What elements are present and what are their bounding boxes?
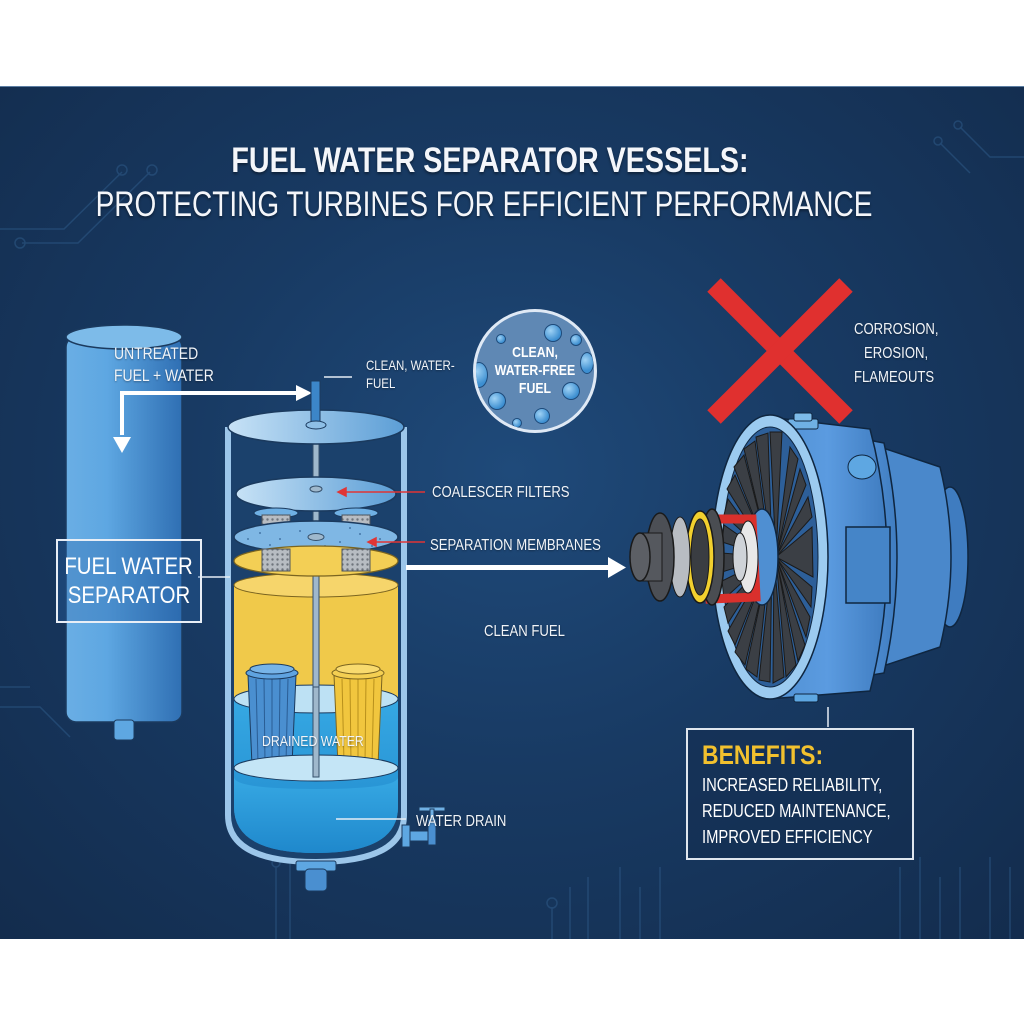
- droplet-icon: [544, 324, 562, 342]
- blue-filter-cartridge: [245, 663, 299, 766]
- coalescer-filters-label: COALESCER FILTERS: [432, 484, 570, 501]
- droplet-icon: [488, 392, 506, 410]
- benefits-heading: BENEFITS:: [702, 740, 824, 770]
- clean-outlet-label-line-1: CLEAN, WATER-: [366, 357, 455, 373]
- clean-fuel-label: CLEAN FUEL: [484, 623, 565, 640]
- fuel-water-separator-cylinder: [65, 324, 183, 741]
- clean-fuel-bubble: CLEAN, WATER-FREE FUEL: [473, 309, 597, 433]
- circuit-background-decoration: [0, 120, 1024, 939]
- bubble-text-line-3: FUEL: [518, 380, 552, 397]
- fws-label-line-1: FUEL WATER: [64, 553, 194, 580]
- hazard-line-1: CORROSION,: [854, 321, 939, 338]
- benefits-box: BENEFITS: INCREASED RELIABILITY, REDUCED…: [686, 728, 914, 860]
- title-line-2: PROTECTING TURBINES FOR EFFICIENT PERFOR…: [95, 185, 873, 224]
- main-separator-vessel: [225, 380, 446, 892]
- benefit-item: IMPROVED EFFICIENCY: [702, 827, 873, 847]
- clean-outlet-label-line-2: FUEL: [366, 375, 396, 391]
- untreated-label-line-2: FUEL + WATER: [114, 366, 214, 385]
- separation-membranes-label: SEPARATION MEMBRANES: [430, 537, 601, 554]
- untreated-label-line-1: UNTREATED: [114, 344, 199, 363]
- droplet-icon: [580, 352, 594, 374]
- yellow-filter-cartridge: [331, 663, 385, 766]
- drained-water-label: DRAINED WATER: [262, 733, 364, 750]
- fuel-water-separator-label-box: FUEL WATER SEPARATOR: [56, 539, 202, 623]
- gas-turbine-illustration: [629, 412, 969, 703]
- benefit-item: REDUCED MAINTENANCE,: [702, 801, 891, 821]
- hazard-line-2: EROSION,: [864, 345, 929, 362]
- red-x-icon: [707, 278, 853, 424]
- bubble-text-line-2: WATER-FREE: [494, 362, 576, 379]
- diagram-illustration: [65, 278, 969, 892]
- fws-label-line-2: SEPARATOR: [67, 582, 191, 609]
- clean-fuel-arrow: [406, 565, 612, 570]
- droplet-icon: [496, 334, 506, 344]
- benefit-item: INCREASED RELIABILITY,: [702, 775, 883, 795]
- title-line-1: FUEL WATER SEPARATOR VESSELS:: [231, 141, 749, 180]
- bubble-text-line-1: CLEAN,: [512, 344, 558, 361]
- droplet-icon: [570, 334, 582, 346]
- droplet-icon: [512, 418, 522, 428]
- infographic-panel: FUEL WATER SEPARATOR VESSELS: PROTECTING…: [0, 86, 1024, 939]
- water-drain-label: WATER DRAIN: [416, 813, 507, 830]
- inlet-flow-arrow: [120, 391, 296, 435]
- droplet-icon: [534, 408, 550, 424]
- droplet-icon: [562, 382, 580, 400]
- hazard-line-3: FLAMEOUTS: [854, 369, 935, 386]
